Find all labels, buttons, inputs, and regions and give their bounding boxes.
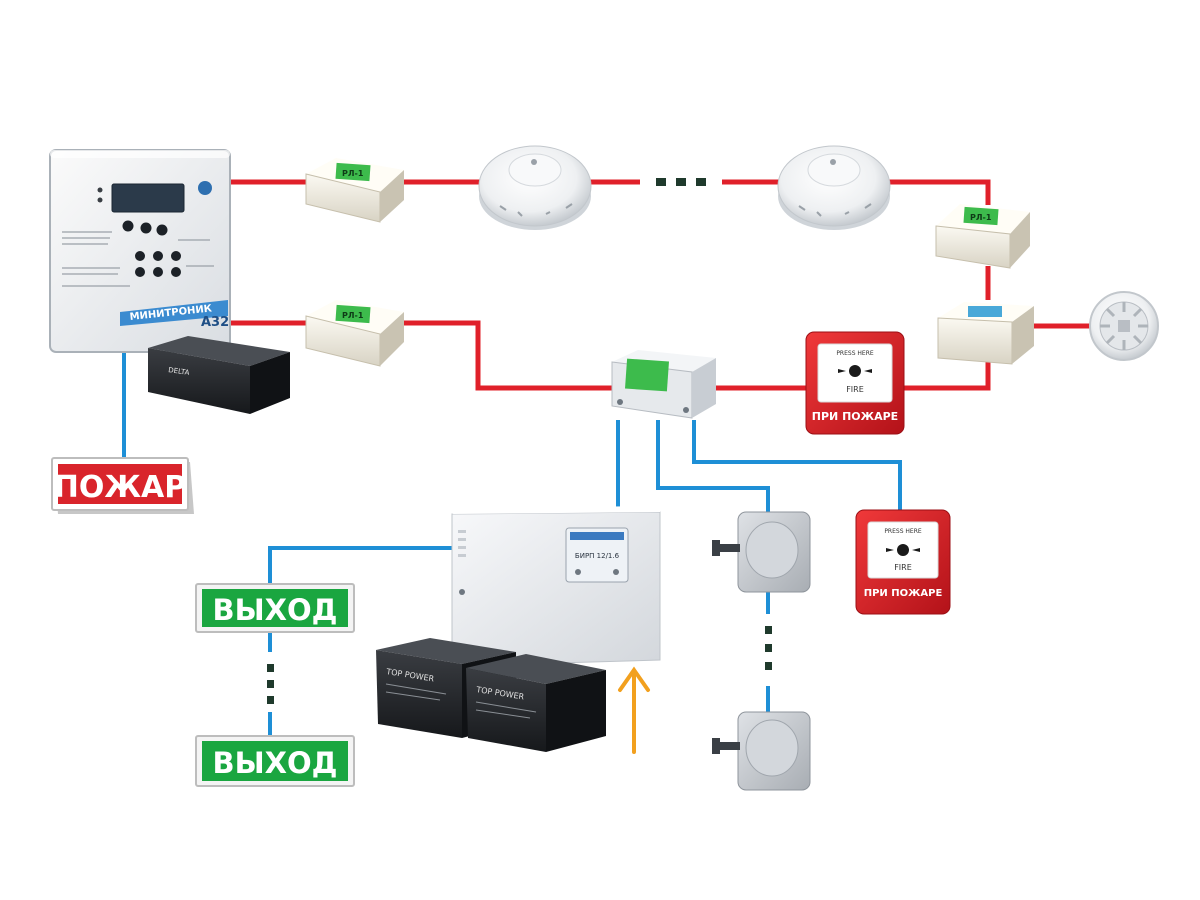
siren-branch-dot — [765, 662, 772, 670]
branch-continuation-dots — [267, 626, 772, 704]
relay-module-right: РЛ-1 — [935, 204, 1030, 269]
battery-big-2: TOP POWER — [466, 654, 606, 752]
siren-branch-dot — [765, 644, 772, 652]
junction-terminal-block — [625, 358, 669, 392]
siren-2 — [712, 711, 811, 791]
signal-wires — [122, 352, 902, 736]
panel-model: A32 — [201, 315, 229, 330]
siren-1 — [712, 511, 811, 593]
call-point-2-caption: ПРИ ПОЖАРЕ — [864, 588, 943, 599]
detector-led — [531, 159, 537, 165]
exit-sign-2-text: ВЫХОД — [213, 746, 338, 780]
wire-detector-2-to-relay-right — [886, 179, 991, 205]
heat-detector — [1089, 291, 1159, 361]
control-panel: МИНИТРОНИК A32 — [49, 149, 231, 353]
relay-module-top: РЛ-1 — [305, 158, 404, 223]
manual-call-point-2: PRESS HERE FIRE ПРИ ПОЖАРЕ — [855, 509, 951, 615]
call-point-2-fire: FIRE — [894, 563, 912, 572]
exit-sign-2: ВЫХОД — [195, 735, 355, 787]
psu-label: БИРП 12/1.6 — [575, 552, 620, 560]
smoke-detector-2 — [777, 145, 891, 230]
panel-brand-stripe — [120, 300, 228, 326]
psu-vent-slots — [458, 530, 466, 557]
panel-keypad — [122, 220, 181, 277]
siren-branch-dot — [765, 626, 772, 634]
panel-label-lines — [62, 231, 214, 287]
relay-label: РЛ-1 — [970, 213, 992, 222]
wire-junction-to-call-point-2 — [692, 420, 902, 514]
alarm-loop-wires — [228, 179, 1092, 391]
junction-box — [611, 350, 716, 419]
detector-led — [830, 159, 836, 165]
call-point-2-button-icon — [897, 544, 909, 556]
backup-power-supply: БИРП 12/1.6 — [451, 506, 661, 667]
exit-branch-dot — [267, 696, 274, 704]
relay-label-plate — [335, 162, 371, 182]
mains-input-arrow — [618, 666, 650, 754]
wire-junction-to-siren-1 — [656, 420, 770, 514]
psu-label-plate — [565, 527, 629, 583]
relay-label-plate — [335, 304, 371, 324]
relay-label: РЛ-1 — [342, 169, 364, 178]
exit-sign-1: ВЫХОД — [195, 583, 355, 633]
exit-branch-dot — [267, 664, 274, 672]
battery-small-brand: DELTA — [168, 366, 190, 377]
wire-psu-to-exit-sign — [268, 546, 452, 584]
wire-relay-lower-to-call-point — [904, 360, 991, 391]
relay-module-middle: РЛ-1 — [305, 300, 404, 367]
call-point-1-button-icon — [849, 365, 861, 377]
wire-junction-to-relay-mid — [404, 320, 614, 391]
fire-light-sign: ПОЖАР — [51, 457, 194, 514]
loop-continuation-dots — [656, 178, 706, 186]
panel-display — [111, 183, 185, 213]
panel-led-indicators — [97, 187, 103, 203]
relay-label-plate — [963, 206, 999, 226]
panel-logo-icon — [198, 181, 212, 195]
loop-dot — [696, 178, 706, 186]
fire-sign-text: ПОЖАР — [54, 470, 187, 505]
manual-call-point-1: PRESS HERE FIRE ПРИ ПОЖАРЕ — [805, 331, 905, 435]
exit-branch-dot — [267, 680, 274, 688]
smoke-detector-1 — [478, 145, 592, 230]
loop-dot — [656, 178, 666, 186]
call-point-1-top-text: PRESS HERE — [836, 350, 874, 357]
call-point-1-fire: FIRE — [846, 385, 864, 394]
exit-sign-1-text: ВЫХОД — [213, 593, 338, 627]
loop-dot — [676, 178, 686, 186]
isolator-module — [937, 302, 1034, 365]
isolator-label-plate — [968, 306, 1002, 317]
call-point-2-top-text: PRESS HERE — [884, 528, 922, 535]
relay-label: РЛ-1 — [342, 311, 364, 320]
call-point-1-caption: ПРИ ПОЖАРЕ — [812, 410, 898, 423]
backup-battery-small: DELTA — [148, 336, 290, 414]
